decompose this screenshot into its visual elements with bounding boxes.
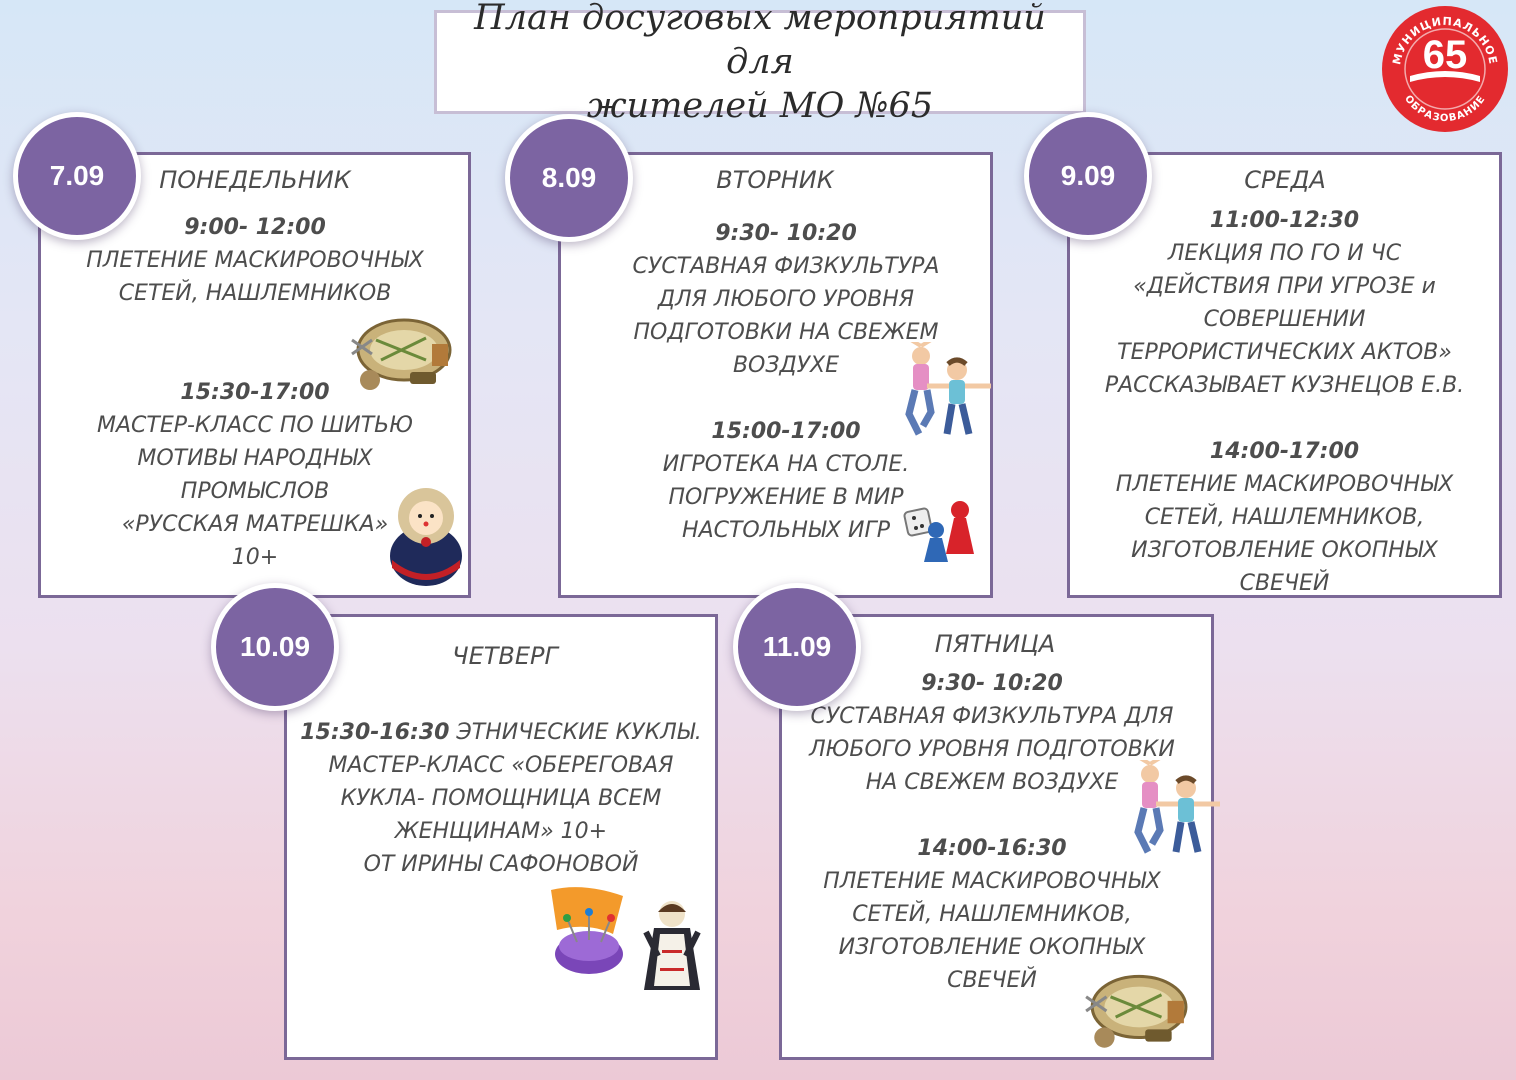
wednesday-event-1-line-4: ТЕРРОРИСТИЧЕСКИХ АКТОВ» [1117, 340, 1452, 365]
tuesday-time-1: 9:30- 10:20 [715, 221, 857, 246]
tuesday-schedule: 9:30- 10:20 СУСТАВНАЯ ФИЗКУЛЬТУРА ДЛЯ ЛЮ… [560, 217, 1012, 547]
thursday-event-1-line-5: ОТ ИРИНЫ САФОНОВОЙ [363, 852, 639, 877]
date-badge-wednesday: 9.09 [1024, 112, 1152, 240]
thursday-event-1-line-3: КУКЛА- ПОМОЩНИЦА ВСЕМ [340, 786, 662, 811]
thursday-schedule: 15:30-16:30 ЭТНИЧЕСКИЕ КУКЛЫ. МАСТЕР-КЛА… [286, 716, 716, 881]
monday-schedule: 9:00- 12:00 ПЛЕТЕНИЕ МАСКИРОВОЧНЫХ СЕТЕЙ… [40, 211, 470, 574]
tuesday-event-1-line-4: ВОЗДУХЕ [732, 353, 840, 378]
day-name-thursday: ЧЕТВЕРГ [452, 642, 558, 670]
monday-event-2-line-2: МОТИВЫ НАРОДНЫХ [137, 446, 373, 471]
monday-event-1-line-1: ПЛЕТЕНИЕ МАСКИРОВОЧНЫХ [86, 248, 424, 273]
wednesday-event-1-line-1: ЛЕКЦИЯ ПО ГО И ЧС [1167, 241, 1402, 266]
kids-yoga-icon [1134, 760, 1220, 854]
title-line-2: жителей МО №65 [586, 86, 934, 126]
date-badge-monday: 7.09 [13, 112, 141, 240]
matryoshka-icon [390, 488, 462, 586]
wednesday-event-1-line-5: РАССКАЗЫВАЕТ КУЗНЕЦОВ Е.В. [1104, 373, 1465, 398]
municipality-logo-icon: МУНИЦИПАЛЬНОЕ 65 ОБРАЗОВАНИЕ [1382, 6, 1508, 132]
monday-event-2-line-5: 10+ [231, 545, 279, 570]
wednesday-card [1067, 152, 1502, 598]
kids-yoga-icon [905, 342, 991, 436]
friday-event-2-line-4: СВЕЧЕЙ [947, 968, 1037, 993]
monday-event-1-line-2: СЕТЕЙ, НАШЛЕМНИКОВ [118, 281, 392, 306]
thursday-event-1-line-1-rest: ЭТНИЧЕСКИЕ КУКЛЫ. [449, 720, 702, 745]
sewing-kit-icon [351, 318, 452, 390]
friday-event-2-line-1: ПЛЕТЕНИЕ МАСКИРОВОЧНЫХ [823, 869, 1161, 894]
pincushion-icon [551, 887, 623, 974]
wednesday-event-2-line-4: СВЕЧЕЙ [1239, 571, 1330, 596]
wednesday-schedule: 11:00-12:30 ЛЕКЦИЯ ПО ГО И ЧС «ДЕЙСТВИЯ … [1069, 204, 1500, 600]
day-name-wednesday: СРЕДА [1244, 166, 1326, 194]
wednesday-event-1-line-2: «ДЕЙСТВИЯ ПРИ УГРОЗЕ и [1133, 274, 1436, 299]
monday-time-2: 15:30-17:00 [180, 380, 330, 405]
wednesday-event-2-line-3: ИЗГОТОВЛЕНИЕ ОКОПНЫХ [1131, 538, 1438, 563]
day-name-friday: ПЯТНИЦА [934, 630, 1056, 658]
thursday-event-1-line-2: МАСТЕР-КЛАСС «ОБЕРЕГОВАЯ [328, 753, 674, 778]
friday-event-2-line-3: ИЗГОТОВЛЕНИЕ ОКОПНЫХ [838, 935, 1146, 960]
monday-time-1: 9:00- 12:00 [184, 215, 326, 240]
friday-schedule: 9:30- 10:20 СУСТАВНАЯ ФИЗКУЛЬТУРА ДЛЯ ЛЮ… [781, 667, 1203, 997]
day-name-tuesday: ВТОРНИК [716, 166, 834, 194]
date-badge-friday: 11.09 [733, 583, 861, 711]
tuesday-event-2-line-2: ПОГРУЖЕНИЕ В МИР [668, 485, 904, 510]
page-title: План досуговых мероприятий для жителей М… [437, 0, 1083, 128]
monday-event-2-line-3: ПРОМЫСЛОВ [180, 479, 330, 504]
date-badge-tuesday: 8.09 [505, 114, 633, 242]
wednesday-event-1-line-3: СОВЕРШЕНИИ [1203, 307, 1366, 332]
title-line-1: План досуговых мероприятий для [474, 0, 1046, 82]
logo-number: 65 [1423, 33, 1468, 77]
wednesday-time-1: 11:00-12:30 [1209, 208, 1360, 233]
friday-event-1-line-2: ЛЮБОГО УРОВНЯ ПОДГОТОВКИ [809, 737, 1175, 762]
tuesday-event-1-line-3: ПОДГОТОВКИ НА СВЕЖЕМ [633, 320, 939, 345]
friday-event-1-line-1: СУСТАВНАЯ ФИЗКУЛЬТУРА ДЛЯ [810, 704, 1174, 729]
wednesday-time-2: 14:00-17:00 [1209, 439, 1360, 464]
tuesday-event-1-line-2: ДЛЯ ЛЮБОГО УРОВНЯ [657, 287, 915, 312]
wednesday-event-2-line-1: ПЛЕТЕНИЕ МАСКИРОВОЧНЫХ [1115, 472, 1454, 497]
folk-doll-icon [643, 901, 701, 990]
thursday-time-1: 15:30-16:30 [300, 720, 450, 745]
friday-time-1: 9:30- 10:20 [921, 671, 1063, 696]
thursday-event-1-line-1: 15:30-16:30 ЭТНИЧЕСКИЕ КУКЛЫ. [286, 716, 716, 749]
friday-event-1-line-3: НА СВЕЖЕМ ВОЗДУХЕ [865, 770, 1119, 795]
monday-event-2-line-4: «РУССКАЯ МАТРЕШКА» [121, 512, 389, 537]
tuesday-event-2-line-3: НАСТОЛЬНЫХ ИГР [682, 518, 890, 543]
tuesday-event-2-line-1: ИГРОТЕКА НА СТОЛЕ. [662, 452, 910, 477]
monday-event-2-line-1: МАСТЕР-КЛАСС ПО ШИТЬЮ [97, 413, 413, 438]
friday-time-2: 14:00-16:30 [917, 836, 1067, 861]
wednesday-event-2-line-2: СЕТЕЙ, НАШЛЕМНИКОВ, [1144, 505, 1425, 530]
friday-event-2-line-2: СЕТЕЙ, НАШЛЕМНИКОВ, [852, 902, 1132, 927]
date-badge-thursday: 10.09 [211, 583, 339, 711]
board-game-icon [903, 501, 974, 562]
tuesday-time-2: 15:00-17:00 [711, 419, 861, 444]
tuesday-event-1-line-1: СУСТАВНАЯ ФИЗКУЛЬТУРА [632, 254, 940, 279]
sewing-kit-icon [1085, 974, 1188, 1048]
thursday-event-1-line-4: ЖЕНЩИНАМ» 10+ [394, 819, 608, 844]
day-name-monday: ПОНЕДЕЛЬНИК [159, 166, 351, 194]
title-box: План досуговых мероприятий для жителей М… [434, 0, 1086, 126]
